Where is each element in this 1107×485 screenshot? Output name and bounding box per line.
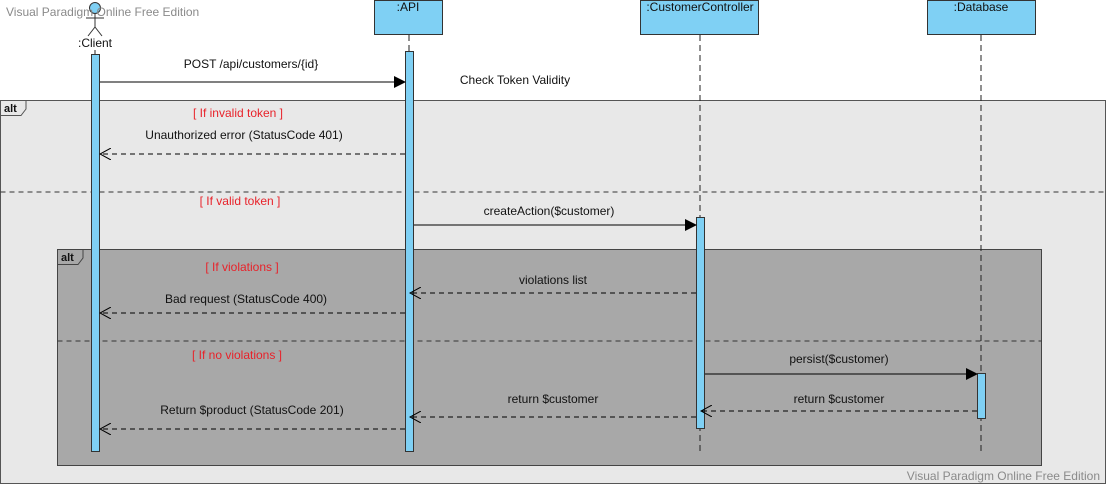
guard-invalid-token: [ If invalid token ] [193, 106, 283, 120]
message-create-action[interactable]: createAction($customer) [414, 204, 697, 231]
message-return-customer-db[interactable]: return $customer [701, 392, 977, 411]
lifeline-database[interactable]: :Database [927, 0, 1036, 35]
activation-controller[interactable] [696, 217, 705, 429]
actor-icon [86, 2, 104, 37]
lifeline-api-label: :API [397, 0, 420, 14]
outer-alt-tag-box [0, 100, 27, 116]
message-violations-list[interactable]: violations list [410, 273, 696, 293]
outer-alt-tag: alt [4, 103, 17, 115]
message-return-customer-ctrl[interactable]: return $customer [410, 392, 696, 417]
guard-valid-token: [ If valid token ] [200, 194, 281, 208]
lifeline-client[interactable]: :Client [78, 2, 113, 51]
inner-alt-tag-box [57, 249, 84, 265]
activation-database[interactable] [977, 373, 986, 419]
lifeline-database-label: :Database [954, 0, 1009, 14]
message-label: return $customer [508, 392, 599, 406]
message-unauthorized[interactable]: Unauthorized error (StatusCode 401) [100, 128, 405, 154]
message-label: Unauthorized error (StatusCode 401) [145, 128, 342, 142]
inner-alt-tag: alt [61, 252, 74, 264]
activation-api[interactable] [405, 51, 414, 452]
message-label: violations list [519, 273, 588, 287]
lifeline-client-label: :Client [78, 36, 113, 50]
lifeline-api[interactable]: :API [374, 0, 443, 35]
activation-client[interactable] [91, 54, 100, 452]
message-bad-request[interactable]: Bad request (StatusCode 400) [100, 292, 405, 313]
watermark-top: Visual Paradigm Online Free Edition [6, 5, 199, 19]
message-post-request[interactable]: POST /api/customers/{id} [100, 57, 406, 88]
message-label: Return $product (StatusCode 201) [160, 403, 343, 417]
lifeline-controller-label: :CustomerController [646, 0, 753, 14]
message-label: POST /api/customers/{id} [184, 57, 319, 71]
message-label: createAction($customer) [484, 204, 615, 218]
message-return-product[interactable]: Return $product (StatusCode 201) [100, 403, 405, 429]
guard-violations: [ If violations ] [205, 260, 278, 274]
message-label: Bad request (StatusCode 400) [165, 292, 327, 306]
guard-no-violations: [ If no violations ] [192, 348, 282, 362]
message-label: return $customer [794, 392, 885, 406]
message-persist[interactable]: persist($customer) [705, 352, 978, 380]
watermark-bottom: Visual Paradigm Online Free Edition [907, 469, 1100, 483]
message-label: persist($customer) [789, 352, 888, 366]
note-check-token: Check Token Validity [460, 73, 570, 87]
lifeline-controller[interactable]: :CustomerController [640, 0, 759, 35]
